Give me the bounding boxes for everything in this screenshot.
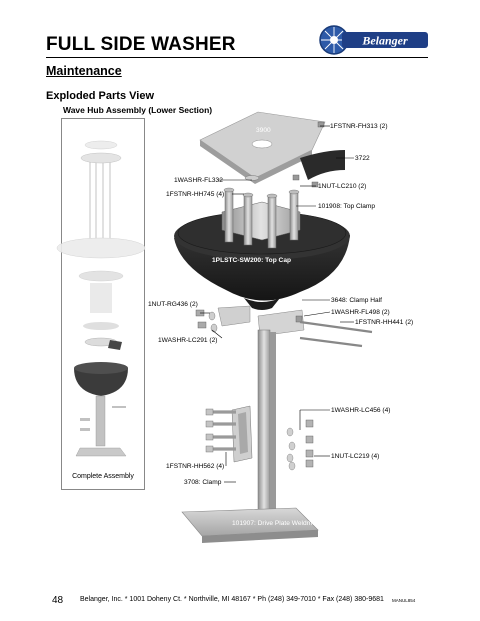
clamp-half xyxy=(217,305,305,337)
part-3900-plate xyxy=(199,111,326,184)
footer-doc-code: MANUL854 xyxy=(392,598,416,603)
label-top-cap: 1PLSTC-SW200: Top Cap xyxy=(212,257,291,264)
label-fl498: 1WASHR-FL498 (2) xyxy=(331,309,390,316)
callout-leaders xyxy=(200,125,354,483)
belanger-logo: Belanger xyxy=(319,25,428,55)
label-rg436: 1NUT-RG436 (2) xyxy=(148,301,198,308)
label-hh441: 1FSTNR-HH441 (2) xyxy=(355,319,413,326)
washer-fl332 xyxy=(244,175,260,181)
page-title: FULL SIDE WASHER xyxy=(46,34,236,55)
label-lc456: 1WASHR-LC456 (4) xyxy=(331,407,390,414)
top-fasteners xyxy=(292,121,325,188)
subsection-heading: Exploded Parts View xyxy=(46,90,155,102)
part-3722 xyxy=(300,150,345,180)
label-fl332: 1WASHR-FL332 xyxy=(174,177,223,184)
bolts-hh441 xyxy=(299,320,373,348)
label-top-clamp: 101908: Top Clamp xyxy=(318,203,375,210)
bolts-hh562 xyxy=(205,408,236,453)
label-fl313: 1FSTNR-FH313 (2) xyxy=(330,123,388,130)
label-clamp-3708: 3708: Clamp xyxy=(184,479,222,486)
assembly-title: Wave Hub Assembly (Lower Section) xyxy=(63,105,213,115)
page-number: 48 xyxy=(52,595,64,606)
nuts-lc219 xyxy=(305,419,314,468)
footer-contact: Belanger, Inc. * 1001 Doheny Ct. * North… xyxy=(80,596,384,603)
clamp-3708 xyxy=(231,405,253,463)
label-lc219: 1NUT-LC219 (4) xyxy=(331,453,379,460)
section-heading: Maintenance xyxy=(46,64,122,78)
thumbnail-caption: Complete Assembly xyxy=(72,473,134,480)
top-clamp xyxy=(221,187,301,249)
label-lc291: 1WASHR-LC291 (2) xyxy=(158,337,217,344)
label-3900: 3900 xyxy=(256,127,271,134)
drive-plate-weldment xyxy=(181,329,319,543)
label-drive-plate: 101907: Drive Plate Weldment xyxy=(232,520,321,527)
label-hh562: 1FSTNR-HH562 (4) xyxy=(166,463,224,470)
thumbnail-drawing xyxy=(56,140,146,457)
logo-text: Belanger xyxy=(361,34,408,48)
washers-lc456 xyxy=(286,427,296,471)
label-clamp-half: 3648: Clamp Half xyxy=(331,297,382,304)
label-3722: 3722 xyxy=(355,155,370,162)
label-lc210: 1NUT-LC210 (2) xyxy=(318,183,366,190)
washers-lc291 xyxy=(208,311,218,333)
label-hh745: 1FSTNR-HH745 (4) xyxy=(166,191,224,198)
title-rule xyxy=(46,57,428,58)
